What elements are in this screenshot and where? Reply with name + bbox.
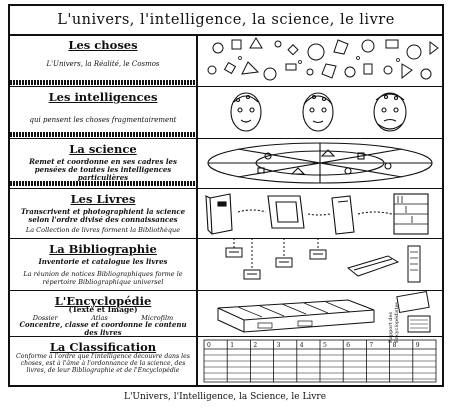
row-stripe — [10, 132, 196, 137]
row-description: Remet et coordonne en ses cadres les pen… — [29, 157, 177, 182]
row-stripe — [10, 181, 196, 186]
diagram-sheet: L'univers, l'intelligence, la science, l… — [8, 4, 444, 387]
grid-column-number: 5 — [323, 342, 327, 349]
row-description: Concentre, classe et coordonne le conten… — [19, 320, 187, 337]
row-les-choses: Les choses L'Univers, la Réalité, le Cos… — [10, 34, 442, 87]
row-title: Les choses — [68, 38, 138, 52]
diagram-title: L'univers, l'intelligence, la science, l… — [10, 6, 442, 36]
row-label: La Bibliographie Inventorie et catalogue… — [10, 238, 196, 290]
grid-column-number: 2 — [253, 342, 257, 349]
row-title: La science — [69, 142, 137, 156]
row-title: L'Encyclopédie — [54, 294, 152, 308]
row-description: qui pensent les choses fragmentairement — [29, 116, 177, 124]
row-title: La Bibliographie — [49, 242, 157, 256]
grid-column-number: 0 — [207, 342, 211, 349]
row-title: Les intelligences — [48, 90, 158, 104]
row-description: Transcrivent et photographient la scienc… — [20, 207, 186, 224]
books-picture — [198, 188, 442, 238]
grid-column-number: 9 — [416, 342, 420, 349]
row-la-science: La science Remet et coordonne en ses cad… — [10, 138, 442, 189]
row-description: Conforme à l'ordre que l'intelligence dé… — [16, 353, 190, 374]
row-stripe — [10, 80, 196, 85]
science-ellipse-picture — [198, 138, 442, 188]
row-label: La Classification Conforme à l'ordre que… — [10, 336, 196, 385]
figure-caption: L'Univers, l'Intelligence, la Science, l… — [123, 392, 327, 402]
encyclopedie-sub-labels: Dossier Atlas Microfilm — [16, 314, 190, 322]
grid-column-number: 7 — [369, 342, 373, 349]
row-subdescription: La réunion de notices Bibliographiques f… — [23, 270, 183, 286]
row-description: Inventorie et catalogue les livres — [38, 257, 168, 266]
row-subdescription: La Collection de livres forment la Bibli… — [25, 226, 181, 234]
things-picture — [198, 34, 442, 86]
grid-column-number: 6 — [346, 342, 350, 349]
heads-picture — [198, 86, 442, 138]
row-label: La science Remet et coordonne en ses cad… — [10, 138, 196, 188]
filing-cabinet-picture: Rapport des Encyclopédistes — [198, 290, 442, 343]
row-label: Les Livres Transcrivent et photographien… — [10, 188, 196, 238]
row-subtitle: (Texte et Image) — [68, 305, 138, 314]
row-label: L'Encyclopédie (Texte et Image) Dossier … — [10, 290, 196, 337]
label-microfilm: Microfilm — [141, 314, 174, 322]
row-title: La Classification — [49, 340, 157, 354]
grid-column-number: 4 — [300, 342, 304, 349]
grid-column-number: 3 — [277, 342, 281, 349]
label-atlas: Atlas — [91, 314, 108, 322]
row-la-classification: La Classification Conforme à l'ordre que… — [10, 336, 442, 385]
row-description: L'Univers, la Réalité, le Cosmos — [46, 60, 160, 68]
head-icon — [230, 92, 262, 132]
row-label: Les intelligences qui pensent les choses… — [10, 86, 196, 138]
row-title: Les Livres — [70, 192, 136, 206]
grid-column-number: 1 — [230, 342, 234, 349]
row-l-encyclopedie: L'Encyclopédie (Texte et Image) Dossier … — [10, 290, 442, 343]
row-les-livres: Les Livres Transcrivent et photographien… — [10, 188, 442, 239]
column-divider — [196, 34, 198, 385]
head-icon — [373, 92, 407, 132]
row-la-bibliographie: La Bibliographie Inventorie et catalogue… — [10, 238, 442, 291]
row-label: Les choses L'Univers, la Réalité, le Cos… — [10, 34, 196, 86]
catalogue-cards-picture — [198, 238, 442, 290]
label-dossier: Dossier — [32, 314, 58, 322]
classification-grid-picture: 0 1 2 3 4 5 6 7 8 9 — [198, 336, 442, 385]
row-les-intelligences: Les intelligences qui pensent les choses… — [10, 86, 442, 139]
head-icon — [302, 92, 334, 132]
grid-column-number: 8 — [393, 342, 397, 349]
